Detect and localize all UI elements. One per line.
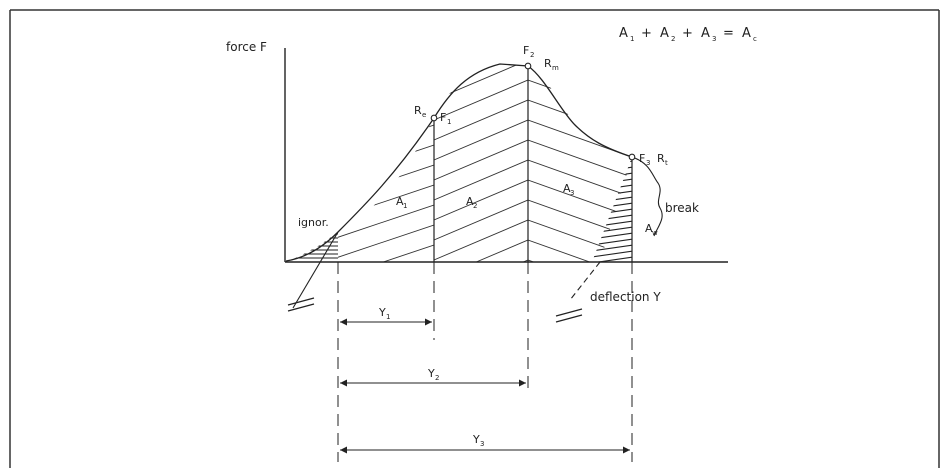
area-a1-hatch bbox=[338, 118, 434, 262]
label-a1-sub: 1 bbox=[403, 202, 407, 210]
label-y2: Y bbox=[427, 367, 435, 380]
formula-ac: A bbox=[742, 26, 751, 41]
point-f2-marker bbox=[524, 62, 532, 70]
label-break: break bbox=[665, 201, 699, 215]
y-axis-label: force F bbox=[226, 40, 267, 54]
label-re: R bbox=[414, 104, 422, 117]
area-formula: A 1 + A 2 + A 3 = A c bbox=[619, 26, 757, 43]
formula-equals: = bbox=[723, 26, 734, 41]
label-rt-sub: t bbox=[665, 159, 668, 167]
break-curve bbox=[631, 156, 663, 237]
label-y2-sub: 2 bbox=[435, 374, 439, 382]
label-re-sub: e bbox=[422, 111, 426, 119]
formula-a3: A bbox=[701, 26, 710, 41]
label-rm-sub: m bbox=[552, 64, 559, 72]
point-f1-marker bbox=[430, 114, 438, 122]
parallel-mark-right bbox=[555, 308, 583, 323]
label-y1: Y bbox=[378, 306, 386, 319]
formula-plus-2: + bbox=[682, 26, 693, 41]
formula-a2: A bbox=[660, 26, 669, 41]
formula-ac-sub: c bbox=[753, 35, 757, 43]
formula-a1: A bbox=[619, 26, 628, 41]
label-aw: A bbox=[645, 222, 653, 235]
parallel-mark-left bbox=[287, 297, 315, 312]
label-rt: R bbox=[657, 152, 665, 165]
x-axis-label: deflection Y bbox=[590, 290, 661, 304]
formula-a1-sub: 1 bbox=[630, 35, 634, 43]
label-a2-sub: 2 bbox=[473, 202, 477, 210]
label-y3: Y bbox=[472, 433, 480, 446]
label-a3-sub: 3 bbox=[570, 189, 574, 197]
label-f1: F bbox=[440, 111, 446, 124]
label-f2-sub: 2 bbox=[530, 51, 534, 59]
label-rm: R bbox=[544, 57, 552, 70]
label-aw-sub: w bbox=[652, 229, 658, 237]
force-curve bbox=[285, 63, 633, 262]
formula-a3-sub: 3 bbox=[712, 35, 716, 43]
label-a3: A bbox=[563, 182, 571, 195]
label-f3-sub: 3 bbox=[646, 159, 650, 167]
label-y1-sub: 1 bbox=[386, 313, 390, 321]
tangent-line-left bbox=[292, 231, 339, 309]
label-f2: F bbox=[523, 44, 529, 57]
label-ignored: ignor. bbox=[298, 216, 329, 229]
formula-plus-1: + bbox=[641, 26, 652, 41]
label-y3-sub: 3 bbox=[480, 440, 484, 448]
area-a3-hatch bbox=[528, 66, 632, 262]
point-f3-marker bbox=[628, 153, 636, 161]
label-a2: A bbox=[466, 195, 474, 208]
label-f1-sub: 1 bbox=[447, 118, 451, 126]
tangent-line-right bbox=[569, 261, 601, 301]
label-a1: A bbox=[396, 195, 404, 208]
label-f3: F bbox=[639, 152, 645, 165]
formula-a2-sub: 2 bbox=[671, 35, 675, 43]
